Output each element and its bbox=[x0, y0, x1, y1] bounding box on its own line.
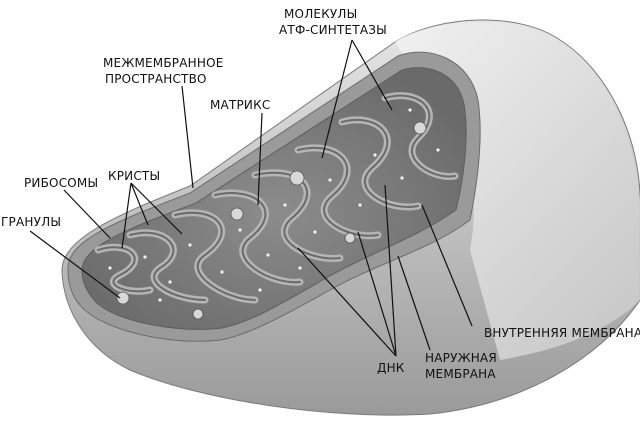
label-inner-membrane: ВНУТРЕННЯЯ МЕМБРАНА bbox=[484, 326, 640, 340]
label-atp-synthase-1: МОЛЕКУЛЫ bbox=[284, 7, 357, 21]
label-outer-membrane-1: НАРУЖНАЯ bbox=[425, 351, 497, 365]
cristae-group bbox=[94, 92, 459, 304]
label-matrix: МАТРИКС bbox=[210, 98, 270, 112]
leader-lines bbox=[29, 39, 473, 357]
matrix-area bbox=[81, 67, 467, 330]
labels: МОЛЕКУЛЫ АТФ-СИНТЕТАЗЫ МЕЖМЕМБРАННОЕ ПРО… bbox=[1, 7, 640, 381]
label-intermembrane-2: ПРОСТРАНСТВО bbox=[105, 72, 207, 86]
granules-group bbox=[116, 121, 427, 320]
label-granules: ГРАНУЛЫ bbox=[1, 215, 61, 229]
label-cristae: КРИСТЫ bbox=[108, 169, 160, 183]
label-outer-membrane-2: МЕМБРАНА bbox=[425, 367, 496, 381]
ribosomes-group bbox=[108, 108, 440, 302]
label-dna: ДНК bbox=[377, 361, 405, 375]
label-ribosomes: РИБОСОМЫ bbox=[24, 176, 98, 190]
label-atp-synthase-2: АТФ-СИНТЕТАЗЫ bbox=[279, 23, 387, 37]
label-intermembrane-1: МЕЖМЕМБРАННОЕ bbox=[103, 56, 224, 70]
